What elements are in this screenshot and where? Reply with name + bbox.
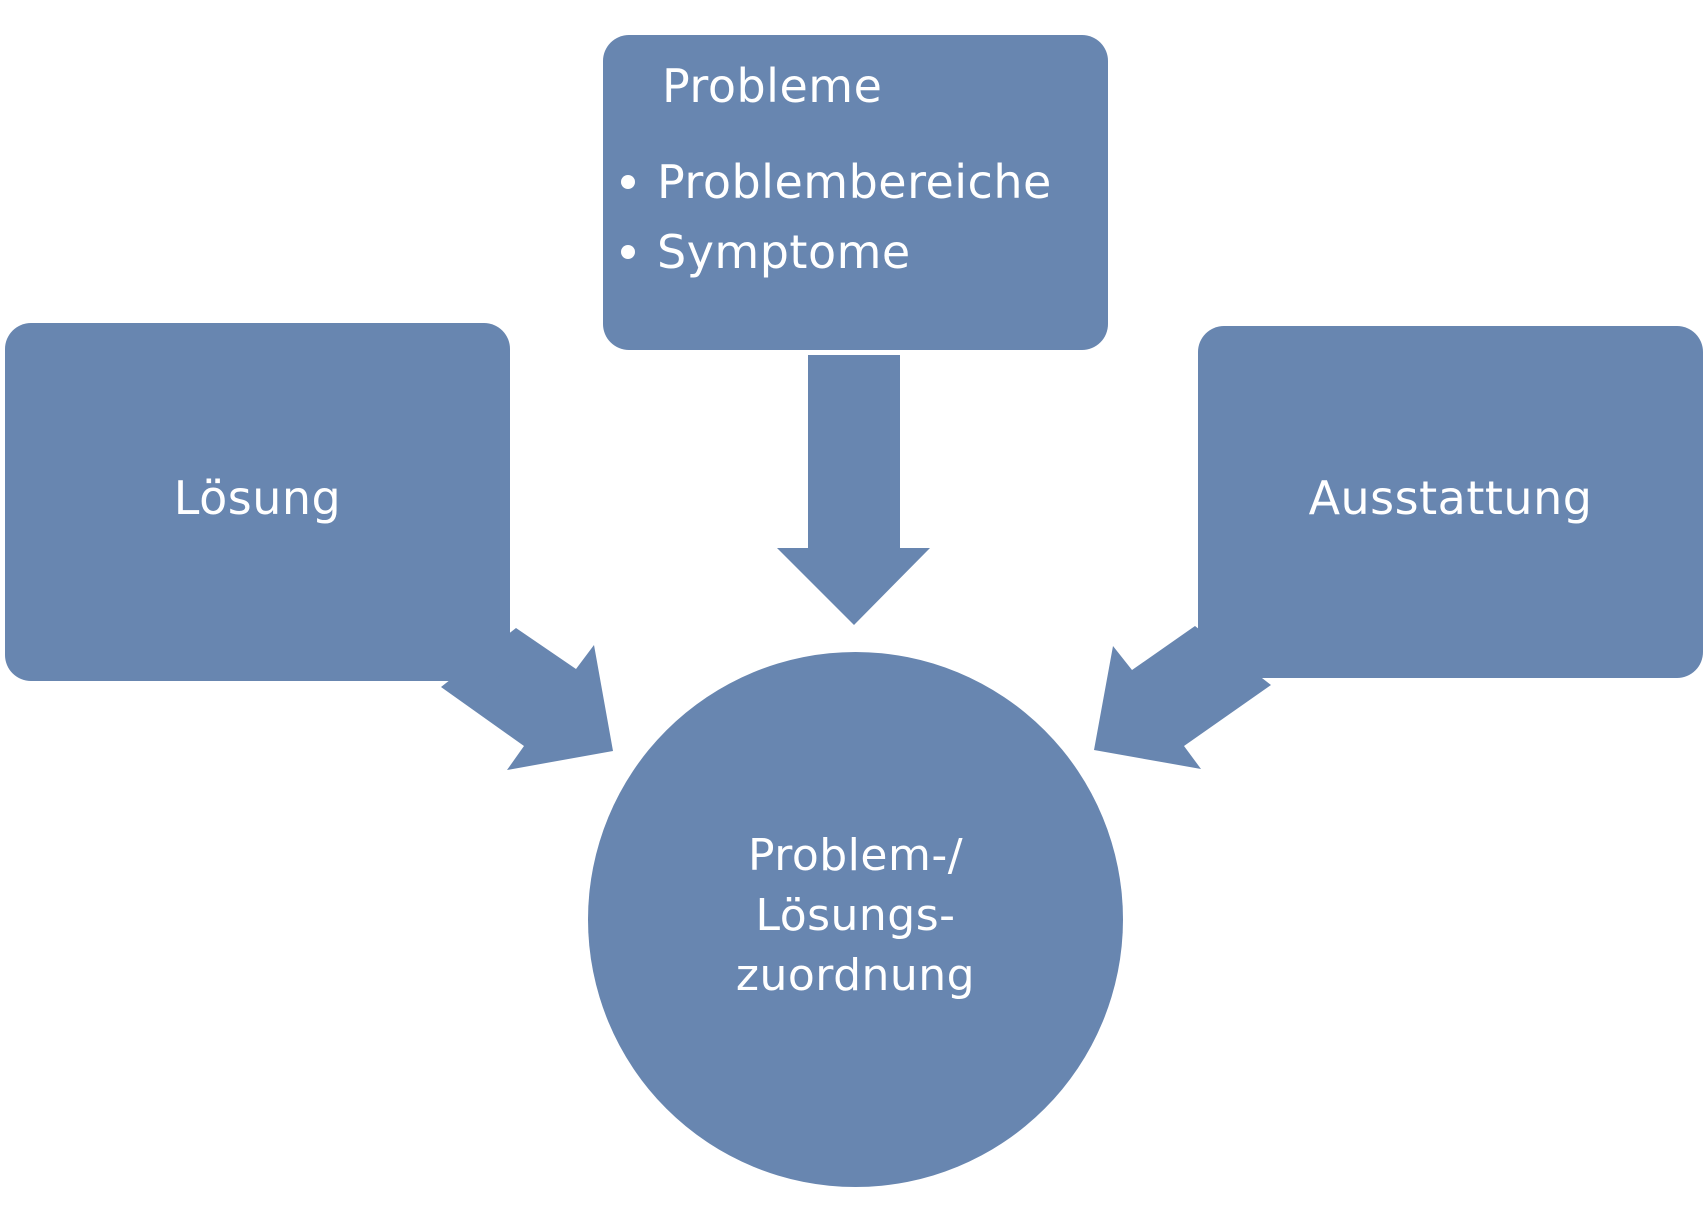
equipment-box: Ausstattung xyxy=(1198,326,1703,678)
hub-label-line: zuordnung xyxy=(735,949,976,1001)
problems-list-item-label: Symptome xyxy=(657,225,911,279)
problems-title: Probleme xyxy=(662,59,883,113)
bullet-icon xyxy=(621,245,635,259)
arrow-problems-to-hub xyxy=(777,355,930,625)
solution-box: Lösung xyxy=(5,323,510,681)
solution-label: Lösung xyxy=(173,471,342,525)
hub-circle: Problem-/ Lösungs- zuordnung xyxy=(588,652,1123,1187)
problems-list: Problembereiche Symptome xyxy=(621,147,1052,287)
equipment-label: Ausstattung xyxy=(1308,471,1593,525)
problems-list-item: Symptome xyxy=(621,217,1052,287)
hub-label-line: Lösungs- xyxy=(755,889,956,941)
problems-list-item: Problembereiche xyxy=(621,147,1052,217)
hub-label-line: Problem-/ xyxy=(747,829,964,881)
problems-box: Probleme Problembereiche Symptome xyxy=(603,35,1108,350)
hub-label: Problem-/ Lösungs- zuordnung xyxy=(736,826,975,1006)
bullet-icon xyxy=(621,175,635,189)
problems-list-item-label: Problembereiche xyxy=(657,155,1052,209)
